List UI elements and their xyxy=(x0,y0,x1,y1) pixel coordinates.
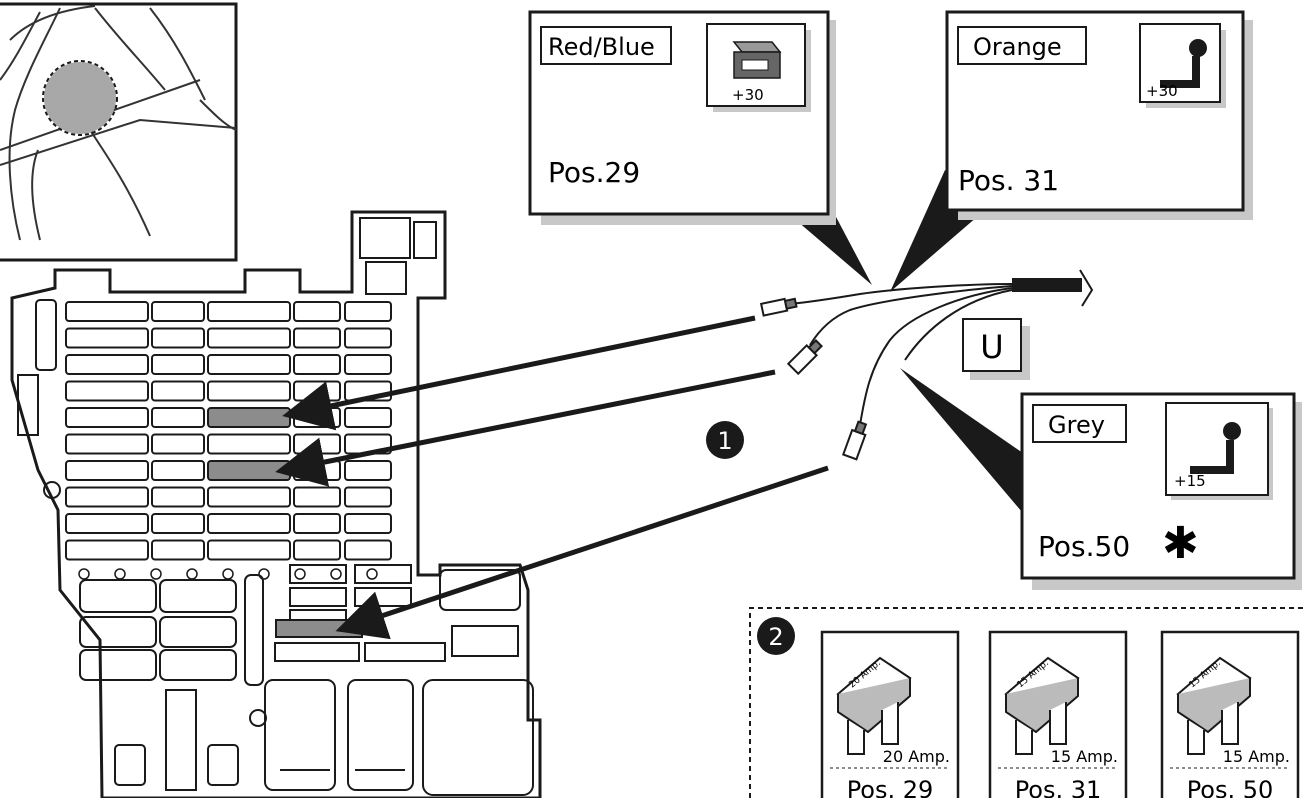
fuse-slot xyxy=(207,433,291,455)
wire-color-label: Red/Blue xyxy=(548,33,655,61)
fuse-grid xyxy=(65,301,392,580)
fuse-slot xyxy=(151,433,205,455)
terminal-label: +15 xyxy=(1174,472,1206,490)
arrow-pos31 xyxy=(275,369,776,487)
fuse-slot xyxy=(293,513,341,534)
mount-hole xyxy=(330,568,342,580)
fuse-slot xyxy=(151,301,205,322)
fuse-slot xyxy=(207,539,291,561)
fuse-slot xyxy=(65,354,149,375)
connector-label-box: U xyxy=(962,318,1030,380)
fuse-slot xyxy=(293,327,341,349)
callout-grey: Grey +15 Pos.50 ✱ xyxy=(1020,392,1302,590)
fuse-position: Pos. 50 xyxy=(1187,776,1274,798)
position-label: Pos. 31 xyxy=(958,164,1059,197)
step-2-number: 2 xyxy=(768,623,783,651)
fuse-slot xyxy=(344,486,392,508)
fuse-slot xyxy=(344,513,392,534)
fuse-slot xyxy=(151,407,205,428)
fuse-slot xyxy=(151,539,205,561)
fuse-rating: 20 Amp. xyxy=(883,747,950,766)
fuse-slot xyxy=(293,301,341,322)
wire-color-label: Orange xyxy=(973,33,1062,61)
blade-fuse-icon: 20 Amp. xyxy=(836,656,912,755)
connector-letter: U xyxy=(980,328,1003,366)
fuse-card: 20 Amp.20 Amp. Pos. 29 xyxy=(820,630,960,798)
step-1-number: 1 xyxy=(717,427,732,455)
fuse-slot xyxy=(65,301,149,322)
fuse-slot xyxy=(207,513,291,534)
fuse-slot xyxy=(293,539,341,561)
fuse-slot xyxy=(293,433,341,455)
fuse-card: 15 Amp.15 Amp.Pos. 50 xyxy=(1160,630,1300,798)
fuse-box xyxy=(10,210,542,798)
arrow-pos29 xyxy=(282,315,756,431)
insertion-arrows xyxy=(275,315,829,640)
fuse-slot xyxy=(344,539,392,561)
fuse-position: Pos. 29 xyxy=(847,776,934,798)
step-2-badge: 2 xyxy=(757,617,795,655)
fuse-panel: 2 20 Amp.20 Amp. Pos. 29 15 Amp. 15 Amp. Pos… xyxy=(749,607,1306,798)
fuse-slot xyxy=(65,513,149,534)
fuse-card: 15 Amp.15 Amp.Pos. 31 xyxy=(988,630,1128,798)
fuse-slot xyxy=(65,407,149,428)
position-label: Pos.50 xyxy=(1038,530,1130,563)
fuse-slot xyxy=(151,380,205,402)
mount-hole xyxy=(258,568,270,580)
location-inset xyxy=(0,2,238,262)
fuse-slot xyxy=(207,354,291,375)
fuse-slot xyxy=(151,460,205,481)
wire-color-label: Grey xyxy=(1048,411,1105,439)
callout-red-blue: Red/Blue +30 Pos.29 xyxy=(528,10,836,225)
fuse-slot xyxy=(344,407,392,428)
mount-hole xyxy=(294,568,306,580)
fuse-slot xyxy=(293,354,341,375)
fuse-slot xyxy=(207,380,291,402)
mount-hole xyxy=(78,568,90,580)
fuse-rating: 15 Amp. xyxy=(1051,747,1118,766)
position-label: Pos.29 xyxy=(548,156,640,189)
fuse-slot xyxy=(65,486,149,508)
highlight-fuse-slot xyxy=(207,407,291,428)
socket-icon xyxy=(732,41,782,79)
fuse-slot xyxy=(151,513,205,534)
fuse-slot xyxy=(293,380,341,402)
wire-harness xyxy=(789,269,1094,426)
terminal-label: +30 xyxy=(1146,82,1178,100)
fuse-slot xyxy=(65,433,149,455)
fuse-rating: 15 Amp. xyxy=(1223,747,1290,766)
fuse-slot xyxy=(65,380,149,402)
callout-orange: Orange +30 Pos. 31 xyxy=(945,10,1253,220)
ring-terminal-icon xyxy=(1190,422,1241,474)
fuse-cards: 20 Amp.20 Amp. Pos. 29 15 Amp. 15 Amp. Pos. … xyxy=(820,630,1300,798)
fuse-slot xyxy=(344,354,392,375)
fuse-slot xyxy=(151,327,205,349)
terminal-label: +30 xyxy=(732,86,764,104)
highlight-fuse-slot xyxy=(207,460,291,481)
fuse-slot xyxy=(65,460,149,481)
fuse-slot xyxy=(151,354,205,375)
asterisk-note-mark: ✱ xyxy=(1162,518,1199,569)
fuse-slot xyxy=(65,539,149,561)
mount-hole xyxy=(366,568,378,580)
fuse-slot xyxy=(344,301,392,322)
fuse-slot xyxy=(344,460,392,481)
step-1-badge: 1 xyxy=(706,421,744,459)
fuse-slot xyxy=(344,327,392,349)
arrow-pos50 xyxy=(335,465,829,640)
ring-terminal-icon xyxy=(1160,39,1207,88)
fuse-slot xyxy=(293,486,341,508)
mount-hole xyxy=(150,568,162,580)
fuse-slot xyxy=(151,486,205,508)
connector-plugs xyxy=(759,297,868,461)
fuse-slot xyxy=(207,486,291,508)
fuse-position: Pos. 31 xyxy=(1015,776,1102,798)
fuse-slot xyxy=(207,327,291,349)
fuse-slot xyxy=(65,327,149,349)
fuse-slot xyxy=(207,301,291,322)
